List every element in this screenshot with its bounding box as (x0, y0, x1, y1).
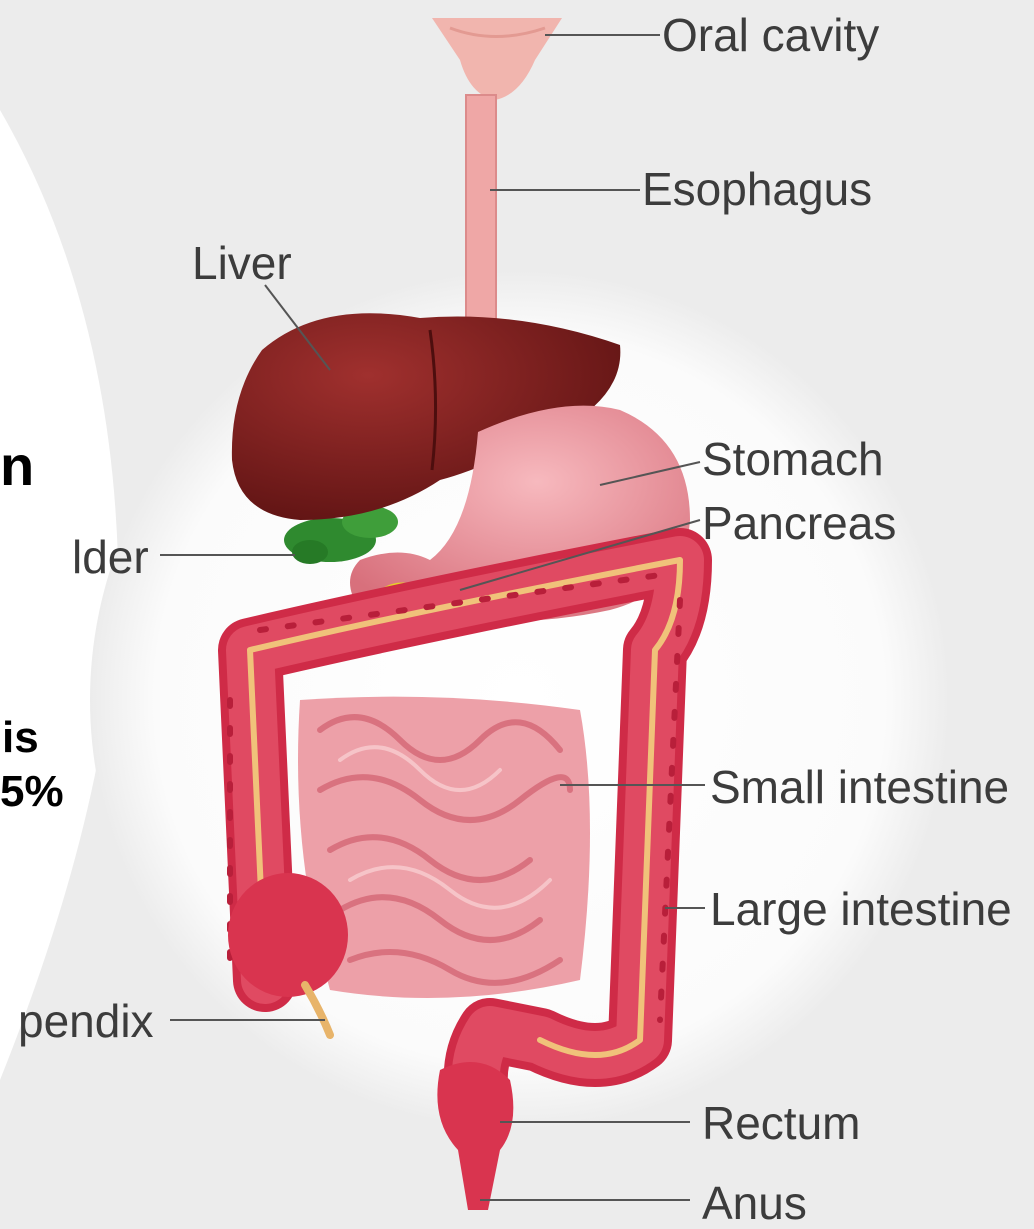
label-gallbladder: lder (72, 534, 149, 580)
oral-cavity-organ (432, 18, 562, 100)
rectum-organ (437, 1062, 513, 1210)
label-stomach: Stomach (702, 436, 884, 482)
slide-text-fragment-1: n (0, 438, 34, 494)
label-liver: Liver (192, 240, 292, 286)
label-rectum: Rectum (702, 1100, 860, 1146)
slide-text-fragment-3: 5% (0, 770, 64, 814)
label-small-intestine: Small intestine (710, 764, 1009, 810)
label-oral-cavity: Oral cavity (662, 12, 879, 58)
label-large-intestine: Large intestine (710, 886, 1012, 932)
esophagus-organ (466, 95, 496, 320)
cecum-organ (228, 873, 348, 997)
label-appendix: pendix (18, 998, 154, 1044)
label-anus: Anus (702, 1180, 807, 1226)
slide-text-fragment-2: is (2, 716, 39, 760)
label-esophagus: Esophagus (642, 166, 872, 212)
label-pancreas: Pancreas (702, 500, 896, 546)
